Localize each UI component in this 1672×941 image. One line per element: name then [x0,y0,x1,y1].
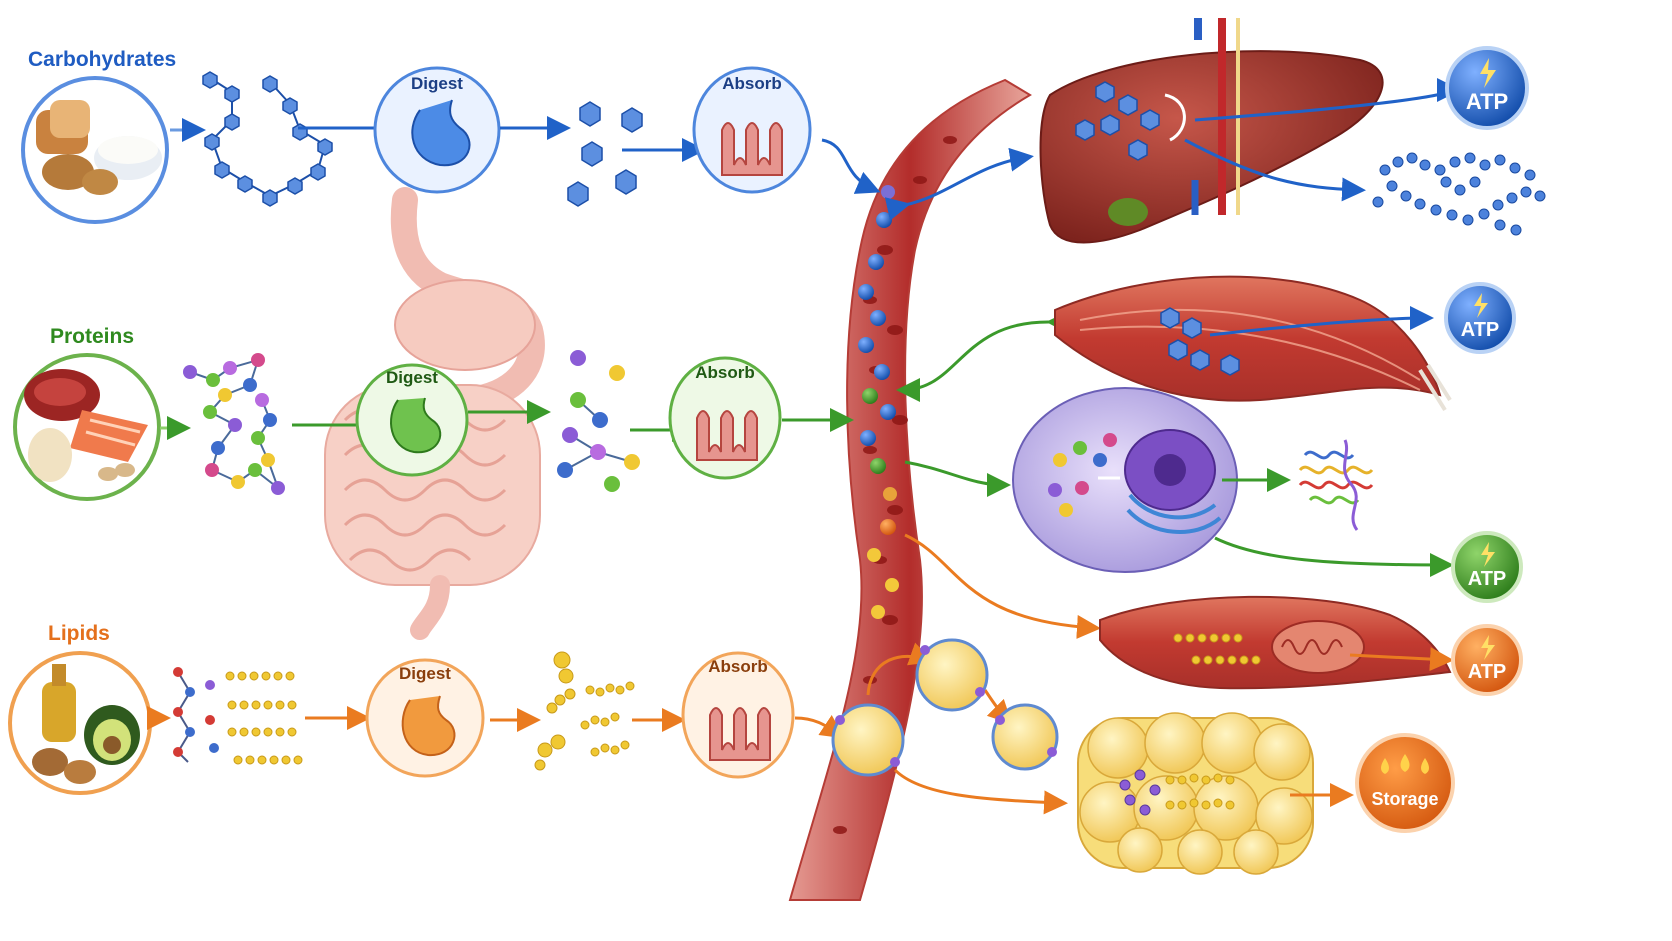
carbohydrates-row: Carbohydrates [21,48,1034,224]
atp-badge-liver: ATP [1445,46,1529,130]
protein-food-icon [13,353,161,501]
carb-digest-label: Digest [411,74,463,93]
lipid-absorb-label: Absorb [708,657,768,676]
droplets-icon [1381,754,1429,774]
carb-food-icon [21,76,169,224]
blood-nutrient-particles [858,185,899,619]
monosaccharides [567,101,643,207]
lightning-icon [1481,542,1495,567]
atp-muscle-carb-label: ATP [1461,319,1500,341]
intestinal-villi-icon [721,122,783,176]
lipid-food-icon [8,651,152,795]
liver-glucose [1075,81,1160,161]
muscle-glucose [1160,307,1240,376]
chylomicrons [831,638,1059,777]
atp-muscle-lipid-label: ATP [1468,661,1507,683]
lightning-icon [1474,293,1488,318]
lightning-icon [1480,58,1496,88]
intestinal-villi-icon-lipid [709,707,771,761]
carb-absorb-label: Absorb [722,74,782,93]
atp-cell-label: ATP [1468,568,1507,590]
polypeptide-chain [183,353,285,495]
atp-badge-muscle-lipid: ATP [1451,624,1523,696]
fatty-acids-glycerol [534,651,635,771]
muscle-lipid [1099,595,1454,690]
blood-vessel [788,78,1032,901]
lipids-row: Lipids [8,533,1101,815]
adipose-tissue [1077,712,1354,875]
proteins-title: Proteins [50,325,134,348]
proteins-row: Proteins Digest [13,310,1071,501]
protein-absorb-label: Absorb [695,363,755,382]
cell-amino-acids [1048,433,1117,517]
muscle-fatty-acids [1173,633,1261,665]
storage-badge: Storage [1355,733,1455,833]
protein-fold-icon [1298,439,1374,531]
lipids-title: Lipids [48,622,110,645]
stomach-icon [411,99,471,167]
lipid-digest-label: Digest [399,664,451,683]
lightning-icon [1481,635,1495,660]
atp-badge-cell: ATP [1451,531,1523,603]
intestinal-villi-icon-protein [696,410,758,461]
protein-digest-node: Digest [355,363,469,477]
triglyceride [173,667,303,765]
glycogen-chain [1372,152,1546,236]
stomach-icon-lipid [401,695,456,757]
stomach-icon-protein [390,397,442,454]
carbohydrates-title: Carbohydrates [28,48,176,71]
protein-absorb-node: Absorb [668,356,782,480]
atp-liver-label: ATP [1466,89,1508,114]
amino-acids [557,350,640,492]
body-cell [1012,387,1238,573]
polysaccharide-chain [202,71,333,207]
lipid-absorb-node: Absorb [681,651,795,779]
liver [1039,18,1461,244]
carb-absorb-node: Absorb [692,66,812,194]
carb-digest-node: Digest [373,66,501,194]
protein-digest-label: Digest [386,368,438,387]
atp-badge-muscle-carb: ATP [1444,282,1516,354]
storage-label: Storage [1371,789,1438,809]
muscle-carb [1054,275,1452,412]
lipid-digest-node: Digest [365,658,485,778]
